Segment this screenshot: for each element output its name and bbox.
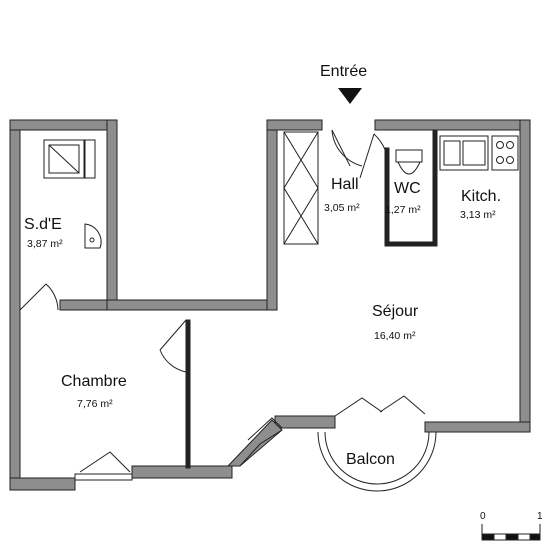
wall-bottom-middle <box>274 415 336 429</box>
room-area-chambre: 7,76 m² <box>77 398 113 410</box>
room-name-kitchen: Kitch. <box>461 188 502 205</box>
balcony <box>317 395 437 492</box>
entry-arrow-icon <box>338 88 362 104</box>
room-name-chambre: Chambre <box>61 373 127 390</box>
wall-chambre-partition <box>185 319 191 469</box>
wall-angled <box>226 419 283 467</box>
scale-end-label: 1 <box>537 511 543 522</box>
doors <box>19 129 390 373</box>
entry-door-swing <box>331 129 363 167</box>
wall-bottom-right <box>424 421 531 433</box>
wall-sde-right <box>106 119 118 301</box>
wall-hall-left <box>266 119 278 311</box>
entry-label: Entrée <box>320 63 368 80</box>
scale-bar <box>481 524 541 541</box>
room-area-kitchen: 3,13 m² <box>460 209 496 221</box>
entry-door-leaf <box>331 129 351 167</box>
wall-wc-right <box>432 129 438 247</box>
cupboard <box>283 131 319 245</box>
kitchen-sink <box>439 135 489 171</box>
wall-top-right <box>374 119 531 131</box>
wall-chambre-top <box>106 299 278 311</box>
wall-top-left <box>9 119 118 131</box>
room-area-hall: 3,05 m² <box>324 202 360 214</box>
wall-hall-top <box>266 119 323 131</box>
room-area-sejour: 16,40 m² <box>374 330 416 342</box>
wall-left <box>9 119 21 491</box>
room-name-balcon: Balcon <box>346 451 395 468</box>
wall-right <box>519 119 531 433</box>
windows <box>74 417 283 481</box>
room-area-wc: 1,27 m² <box>385 204 421 216</box>
room-name-hall: Hall <box>331 176 359 193</box>
shower-tray <box>43 139 96 179</box>
kitchen-hob <box>491 135 519 171</box>
toilet <box>395 149 423 175</box>
walls <box>9 119 531 491</box>
room-name-wc: WC <box>394 180 421 197</box>
room-name-sde: S.d'E <box>24 216 62 233</box>
wall-bottom-left <box>9 477 76 491</box>
wall-bottom-chambre <box>131 465 233 479</box>
room-name-sejour: Séjour <box>372 303 419 320</box>
room-area-sde: 3,87 m² <box>27 238 63 250</box>
scale-start-label: 0 <box>480 511 486 522</box>
wash-basin <box>84 223 102 249</box>
wall-wc-bottom <box>384 241 438 247</box>
